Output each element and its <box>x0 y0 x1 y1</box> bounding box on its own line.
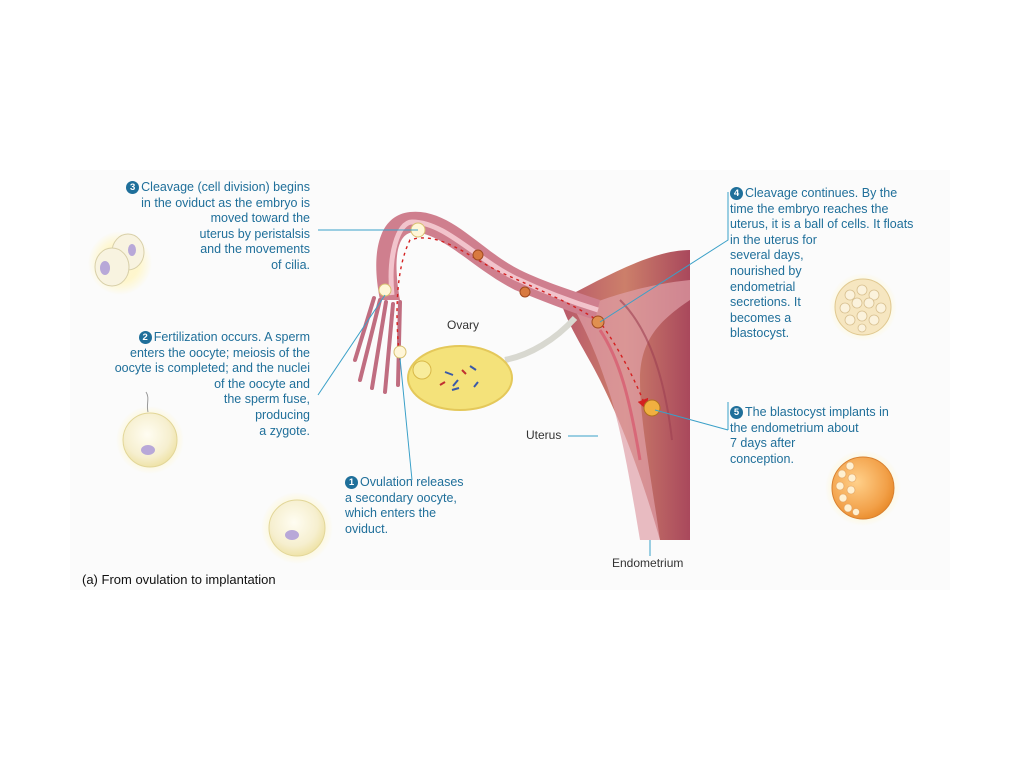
step-4-line-4: in the uterus for <box>730 232 817 247</box>
embryo-marker-b <box>519 286 531 298</box>
step-2-line-6: producing <box>255 407 310 422</box>
step-4-line-5: several days, <box>730 248 804 263</box>
panel-title: (a) From ovulation to implantation <box>82 572 276 587</box>
embryo-marker-a <box>472 249 484 261</box>
step-2-line-7: a zygote. <box>259 423 310 438</box>
leader-lines <box>317 192 729 556</box>
step-4-line-6: nourished by <box>730 263 802 278</box>
step-1-line-3: which enters the <box>345 506 437 521</box>
step-4-number: 4 <box>730 187 743 200</box>
migration-arrow <box>396 237 649 411</box>
step-2-line-5: the sperm fuse, <box>223 392 310 407</box>
step-3-line-3: moved toward the <box>210 211 310 226</box>
step-3-line-5: and the movements <box>200 242 310 257</box>
step-5-line-1: The blastocyst implants in <box>745 405 889 419</box>
zygote-illustration <box>116 391 184 474</box>
morula-illustration <box>829 273 897 341</box>
ovary-label: Ovary <box>447 318 480 332</box>
step-5-line-3: 7 days after <box>730 436 796 451</box>
step-2-line-4: of the oocyte and <box>214 376 310 391</box>
step-4-line-9: becomes a <box>730 310 792 325</box>
oocyte-illustration <box>261 492 333 564</box>
step-3-line-1: Cleavage (cell division) begins <box>141 180 310 194</box>
step-2-line-2: enters the oocyte; meiosis of the <box>130 345 310 360</box>
endometrium-label: Endometrium <box>612 556 684 570</box>
ovarian-ligament <box>504 315 578 363</box>
ovary-shape <box>407 345 513 411</box>
step-3-line-4: uterus by peristalsis <box>199 226 310 241</box>
step-5-line-2: the endometrium about <box>730 420 859 435</box>
step-1-line-4: oviduct. <box>345 521 389 536</box>
step-2-line-3: oocyte is completed; and the nuclei <box>114 361 310 376</box>
step-4-line-10: blastocyst. <box>730 326 790 341</box>
step-1-line-1: Ovulation releases <box>360 475 464 489</box>
step-3-line-6: of cilia. <box>271 257 310 272</box>
step-3-line-2: in the oviduct as the embryo is <box>141 195 310 210</box>
step-4-line-7: endometrial <box>730 279 796 294</box>
step-2-line-1: Fertilization occurs. A sperm <box>153 330 310 344</box>
step-4-line-2: time the embryo reaches the <box>730 201 889 216</box>
step-2-number: 2 <box>138 331 152 344</box>
zygote-marker <box>378 283 392 297</box>
step-4-line-3: uterus, it is a ball of cells. It floats <box>730 217 914 232</box>
cleavage-two-cell-illustration <box>88 231 152 295</box>
step-5-number: 5 <box>730 406 743 419</box>
oviduct <box>353 211 600 394</box>
secondary-oocyte-marker <box>393 345 407 359</box>
step-3-number: 3 <box>126 181 140 194</box>
uterus-label: Uterus <box>526 428 562 442</box>
step-1-number: 1 <box>345 476 358 489</box>
blastocyst-marker <box>643 399 661 417</box>
step-1-line-2: a secondary oocyte, <box>345 490 457 505</box>
blastocyst-illustration <box>825 450 901 526</box>
step-5-line-4: conception. <box>730 451 794 466</box>
step-4-line-8: secretions. It <box>730 295 801 310</box>
step-4-line-1: Cleavage continues. By the <box>745 186 898 200</box>
morula-marker <box>591 315 605 329</box>
